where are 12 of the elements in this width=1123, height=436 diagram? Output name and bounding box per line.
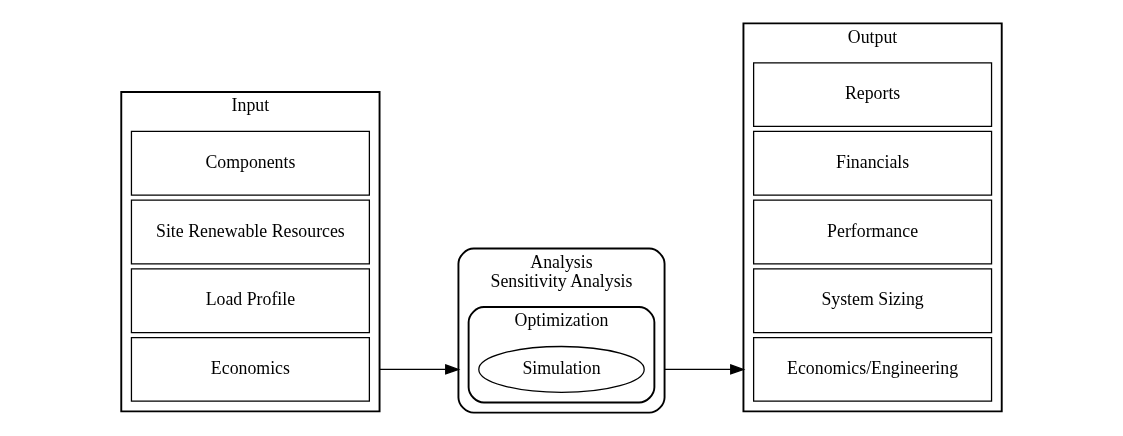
arrow [663, 364, 746, 375]
node-box: Economics/Engineering [753, 336, 993, 402]
node-box: Site Renewable Resources [130, 199, 370, 265]
node-box: Load Profile [130, 268, 370, 334]
node-ellipse: Simulation [478, 345, 645, 393]
node-box: Reports [753, 62, 993, 128]
node-box: Financials [753, 130, 993, 196]
node-box: System Sizing [753, 268, 993, 334]
node-box: Components [130, 130, 370, 196]
arrow [378, 364, 461, 375]
node-box: Performance [753, 199, 993, 265]
node-box: Economics [130, 336, 370, 402]
